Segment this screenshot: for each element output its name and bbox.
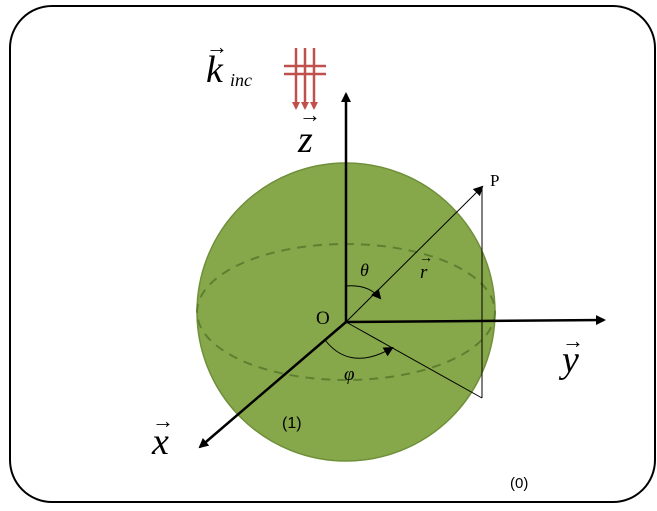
x-axis-line (198, 321, 347, 449)
theta-label: θ (360, 260, 369, 280)
theta-arc (345, 285, 382, 300)
x-axis-label: x (151, 421, 169, 463)
phi-label: φ (344, 364, 355, 385)
region-outside-label: (0) (510, 475, 528, 492)
radius-arrow: → (419, 251, 433, 266)
radius-vector (345, 185, 484, 323)
point-label: P (490, 171, 499, 190)
k-vector-subscript: inc (230, 70, 252, 90)
y-axis-label: y (558, 339, 579, 381)
k-vector-arrow: → (206, 34, 228, 59)
origin-label: O (316, 308, 330, 329)
y-axis-arrow: → (562, 328, 584, 353)
z-axis-arrow: → (299, 102, 321, 127)
x-axis-arrow: → (152, 408, 174, 433)
projection-xy (345, 321, 483, 399)
z-axis-label: z (297, 119, 313, 161)
radius-label: r (420, 262, 428, 283)
domain-frame (9, 5, 656, 503)
k-vector-label: k (206, 49, 224, 91)
phi-arc (324, 339, 394, 359)
incident-wave-icon (284, 48, 326, 110)
y-axis-line (345, 315, 606, 326)
region-inside-label: (1) (282, 415, 302, 432)
